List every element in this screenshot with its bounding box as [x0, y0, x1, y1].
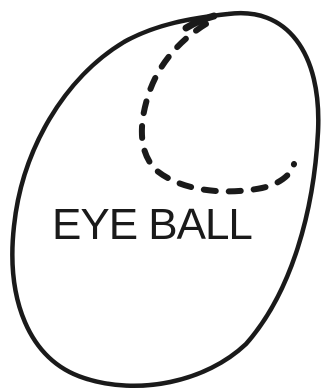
- dashed-pupil-circle: [142, 24, 294, 191]
- eyeball-label: EYE BALL: [52, 200, 252, 249]
